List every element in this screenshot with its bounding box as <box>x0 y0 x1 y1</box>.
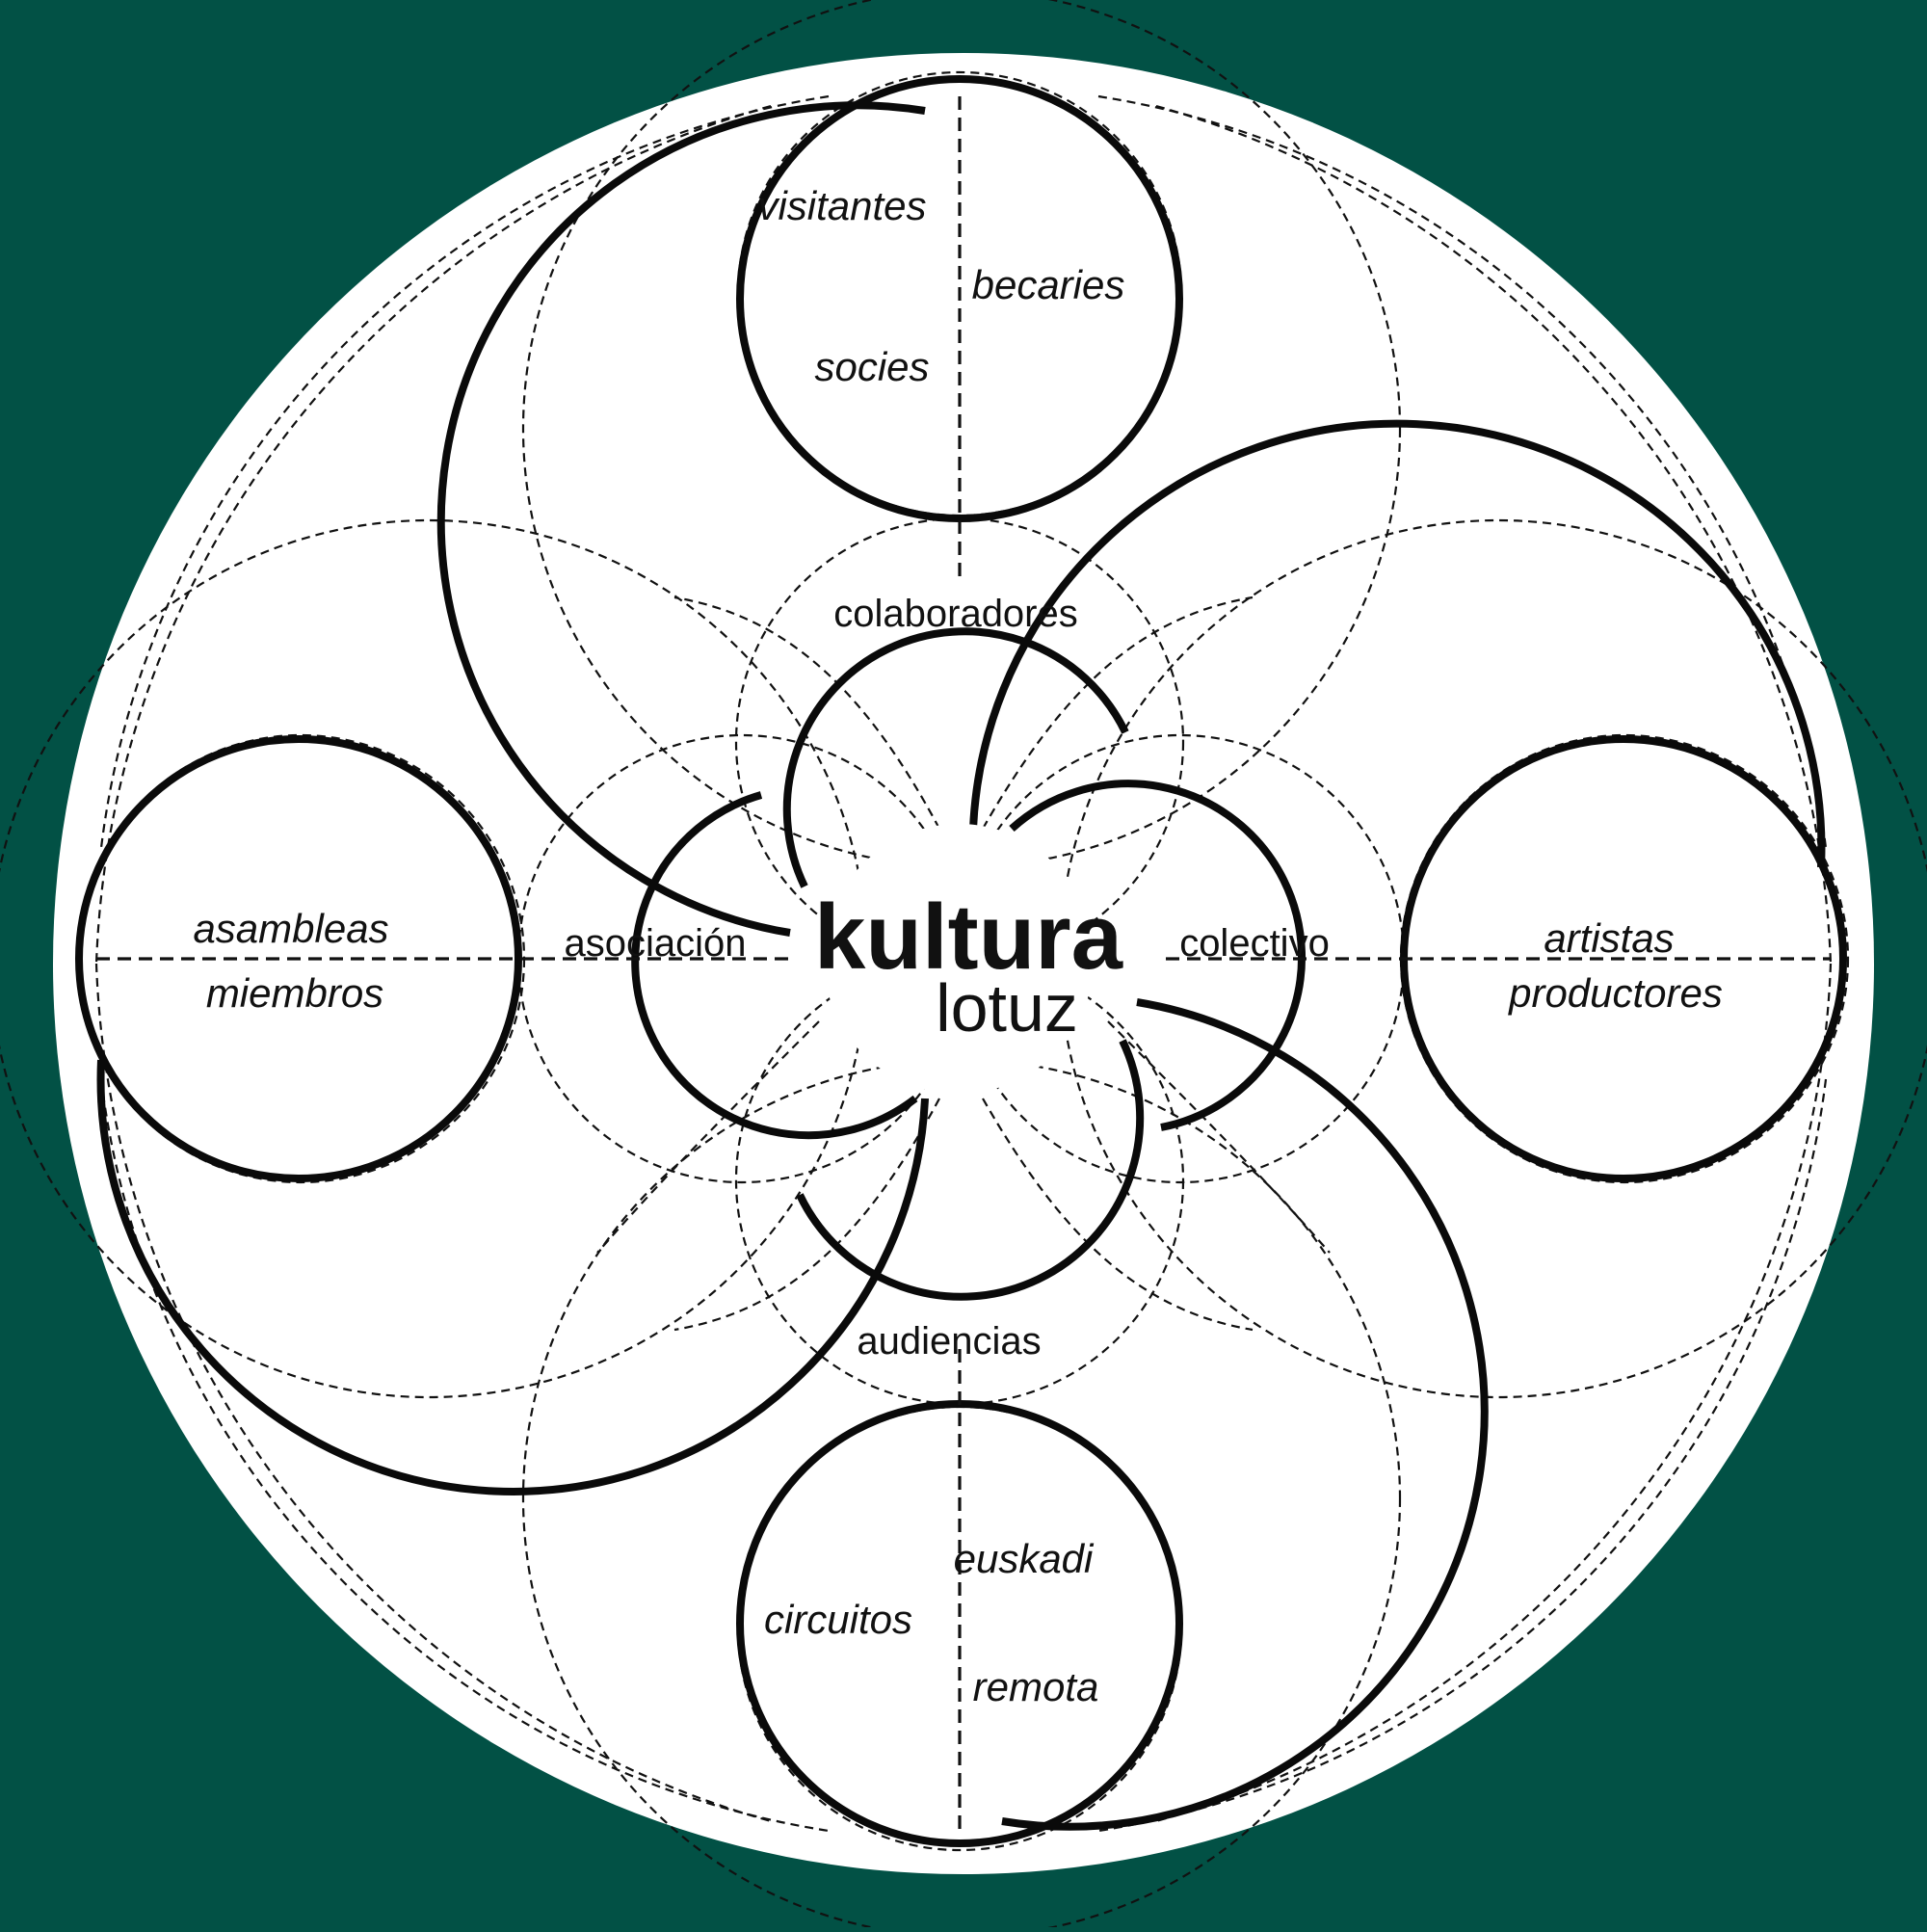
label-artistas: artistas <box>1544 915 1674 961</box>
label-audiencias: audiencias <box>857 1320 1041 1363</box>
label-remota: remota <box>973 1664 1099 1709</box>
thick-swirls <box>96 101 1826 1831</box>
outer-dashed-arcs <box>94 94 1833 1833</box>
dashed-axes <box>96 96 1831 1831</box>
label-asambleas: asambleas <box>193 906 388 951</box>
label-asociacion: asociación <box>564 922 746 965</box>
label-socies: socies <box>814 344 929 389</box>
kultura-lotuz-logo: kultura lotuz <box>814 824 1123 1094</box>
label-circuitos: circuitos <box>764 1597 912 1642</box>
label-colectivo: colectivo <box>1179 922 1330 965</box>
logo-word-kultura: kultura <box>814 886 1123 989</box>
label-becaries: becaries <box>972 262 1125 307</box>
label-productores: productores <box>1507 970 1723 1016</box>
label-colaboradores: colaboradores <box>833 593 1078 635</box>
logo-word-lotuz: lotuz <box>936 970 1078 1045</box>
label-visitantes: visitantes <box>757 183 926 228</box>
label-euskadi: euskadi <box>954 1536 1095 1581</box>
inner-dashed-petals <box>596 595 1331 1332</box>
labels: visitantes becaries socies euskadi circu… <box>193 183 1722 1709</box>
label-miembros: miembros <box>206 970 383 1016</box>
